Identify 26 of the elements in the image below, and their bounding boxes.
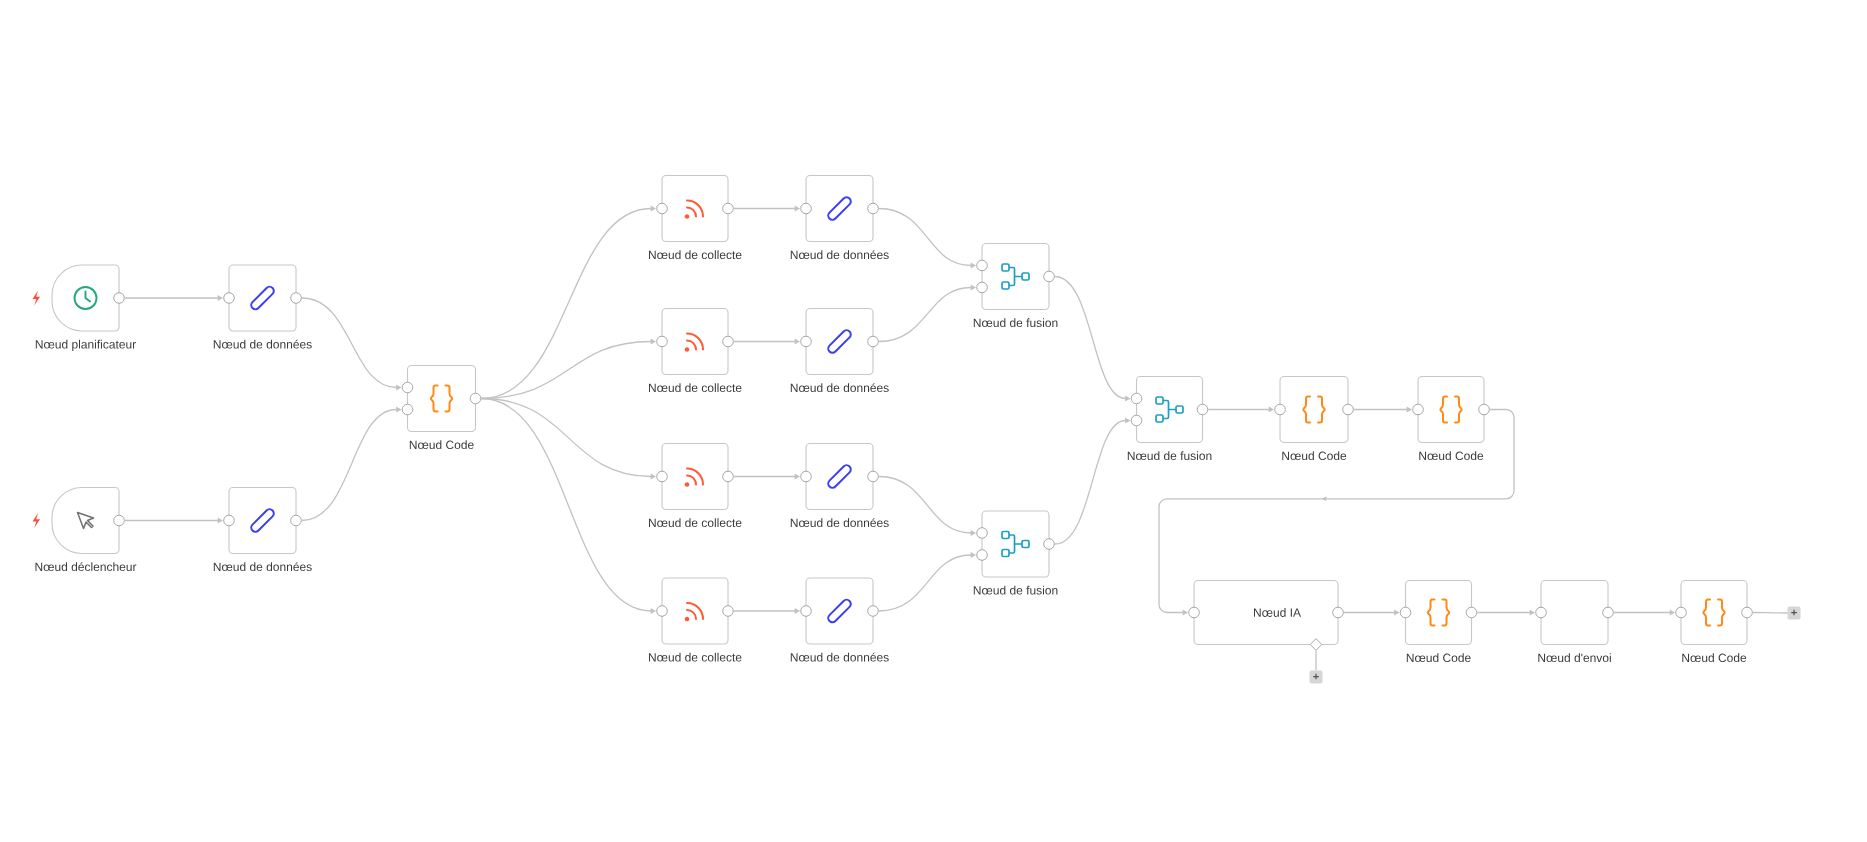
- node-label: Nœud Code: [1682, 653, 1747, 663]
- node-label: Nœud de collecte: [649, 383, 742, 393]
- node-label: Nœud déclencheur: [35, 562, 137, 572]
- node-label: Nœud de données: [790, 383, 889, 393]
- node-label: Nœud de fusion: [973, 318, 1058, 328]
- node-label: Nœud Code: [1406, 653, 1471, 663]
- node-label: Nœud Code: [1419, 451, 1484, 461]
- connector: [1315, 650, 1317, 671]
- node-label: Nœud d'envoi: [1538, 653, 1611, 663]
- node-label: Nœud de collecte: [649, 518, 742, 528]
- node-label: Nœud de données: [790, 652, 889, 662]
- node-label: Nœud planificateur: [35, 339, 136, 351]
- node-label: Nœud de fusion: [1127, 451, 1212, 461]
- node-label: Nœud de fusion: [973, 585, 1058, 595]
- node-label: Nœud de données: [790, 250, 889, 260]
- node-label: Nœud Code: [1282, 451, 1347, 461]
- node-label: Nœud Code: [409, 440, 474, 450]
- node-label: Nœud de collecte: [649, 652, 742, 662]
- node-label: Nœud de collecte: [649, 250, 742, 260]
- node-box: Nœud IA: [1193, 579, 1339, 646]
- node-label: Nœud de données: [213, 562, 312, 572]
- node-label: Nœud de données: [790, 518, 889, 528]
- connector: [1752, 611, 1788, 614]
- node-label: Nœud de données: [213, 339, 312, 349]
- add-button: +: [1309, 670, 1323, 684]
- add-button: +: [1787, 606, 1801, 620]
